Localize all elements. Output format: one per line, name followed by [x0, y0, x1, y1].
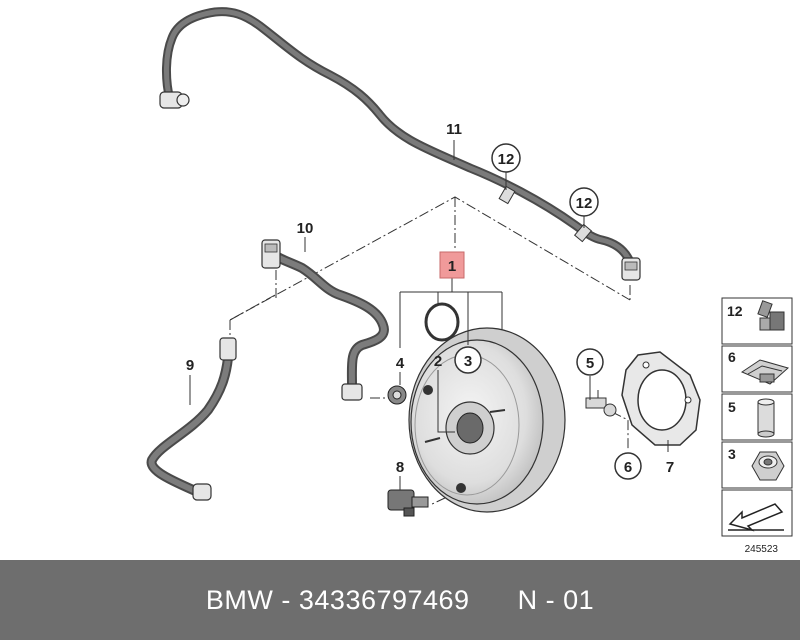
callout-6-circle: [614, 452, 642, 480]
vacuum-hose-9: [146, 337, 237, 501]
callout-1: 1: [448, 258, 456, 275]
reference-number: 245523: [745, 544, 779, 555]
sensor-part-8: [387, 489, 429, 517]
legend-cell-5: [721, 393, 793, 441]
part-number-footer: BMW - 34336797469 N - 01: [0, 560, 800, 640]
legend-label-5: 5: [728, 399, 736, 415]
callout-6: 6: [624, 459, 632, 476]
callout-1-highlight: [439, 251, 465, 279]
callout-9: 9: [186, 357, 194, 374]
callout-8: 8: [396, 459, 404, 476]
footer-separator: -: [281, 584, 291, 615]
bolt-part-5: [585, 397, 617, 417]
parts-legend: 12 6 5 3 24: [721, 297, 793, 555]
callout-7: 7: [666, 459, 674, 476]
brake-booster: [408, 327, 566, 513]
vacuum-hose-11: [159, 7, 641, 281]
gasket-part-7: [621, 351, 701, 446]
callout-5: 5: [586, 355, 594, 372]
spring-clip-icon: [740, 359, 790, 385]
callout-12b-circle: [569, 187, 599, 217]
grommet-part-4: [387, 385, 407, 405]
legend-label-12: 12: [727, 303, 743, 319]
callout-1-bracket: [399, 278, 503, 348]
leader-lines: [189, 140, 669, 490]
footer-part-number: 34336797469: [298, 584, 470, 615]
callout-10: 10: [297, 220, 314, 237]
callout-12b: 12: [576, 195, 593, 212]
clamp-icon: [757, 300, 785, 331]
callout-4: 4: [396, 355, 405, 372]
o-ring-part-2: [424, 302, 460, 342]
footer-brand: BMW: [205, 584, 274, 615]
vacuum-hose-10: [261, 239, 389, 401]
callout-12a-circle: [491, 143, 521, 173]
legend-label-6: 6: [728, 349, 736, 365]
callout-11: 11: [446, 121, 462, 138]
callout-3: 3: [464, 353, 472, 370]
sleeve-icon: [757, 398, 775, 438]
callout-12a: 12: [498, 151, 515, 168]
arrow-icon: [728, 503, 784, 532]
legend-label-3: 3: [728, 446, 736, 462]
callout-5-circle: [576, 348, 604, 376]
footer-variant: N - 01: [517, 584, 595, 615]
callout-3-circle: [454, 346, 482, 374]
callout-2: 2: [434, 353, 442, 370]
hex-nut-icon: [751, 451, 785, 481]
parts-diagram: 1 11 12 12 10 9 4 2 3 5 6 7 8 12 6 5: [146, 7, 793, 555]
